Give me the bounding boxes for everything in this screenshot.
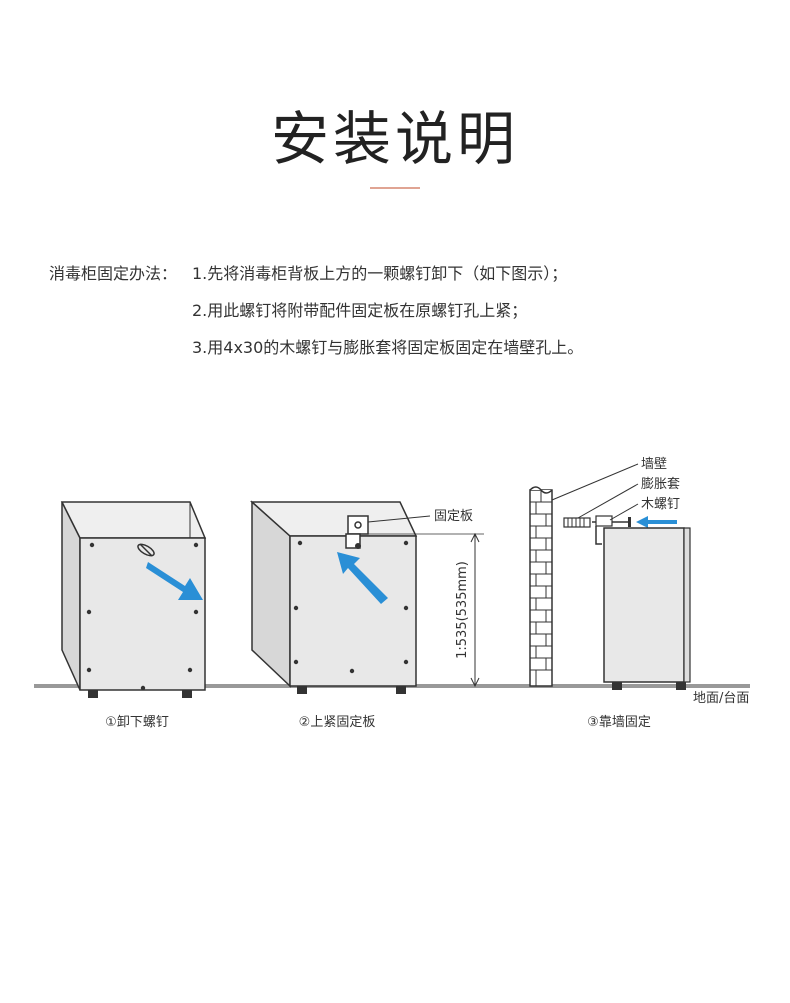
label-floor: 地面/台面 <box>693 691 749 706</box>
remove-arrow <box>146 562 203 600</box>
fix-arrow <box>636 516 677 528</box>
install-arrow <box>337 552 388 604</box>
fixing-plate <box>347 515 369 535</box>
label-wall: 墙壁 <box>641 457 667 472</box>
expansion-sleeve <box>563 517 591 528</box>
instructions-lead: 消毒柜固定办法： <box>49 264 178 283</box>
cabinet-2 <box>250 500 484 694</box>
step-1: 1.先将消毒柜背板上方的一颗螺钉卸下（如下图示）； <box>192 264 568 283</box>
label-expansion-sleeve: 膨胀套 <box>641 476 680 492</box>
title-underline <box>370 187 420 189</box>
step-2: 2.用此螺钉将附带配件固定板在原螺钉孔上紧； <box>192 301 528 320</box>
page-title: 安装说明 <box>270 105 519 173</box>
caption-step-3: ③靠墙固定 <box>587 715 651 730</box>
installation-diagram: 固定板 1:535(535mm) 墙壁 膨胀套 木螺钉 地面/台面 ①卸下螺钉 … <box>34 457 750 730</box>
label-dimension: 1:535(535mm) <box>455 561 470 659</box>
label-fixing-plate: 固定板 <box>434 509 473 524</box>
caption-step-2: ②上紧固定板 <box>299 715 376 730</box>
cabinet-1 <box>60 501 207 698</box>
wall <box>529 486 553 687</box>
caption-step-1: ①卸下螺钉 <box>105 714 169 730</box>
label-wood-screw: 木螺钉 <box>641 497 680 512</box>
cabinet-3 <box>595 515 691 690</box>
step-3: 3.用4x30的木螺钉与膨胀套将固定板固定在墙壁孔上。 <box>192 338 584 357</box>
